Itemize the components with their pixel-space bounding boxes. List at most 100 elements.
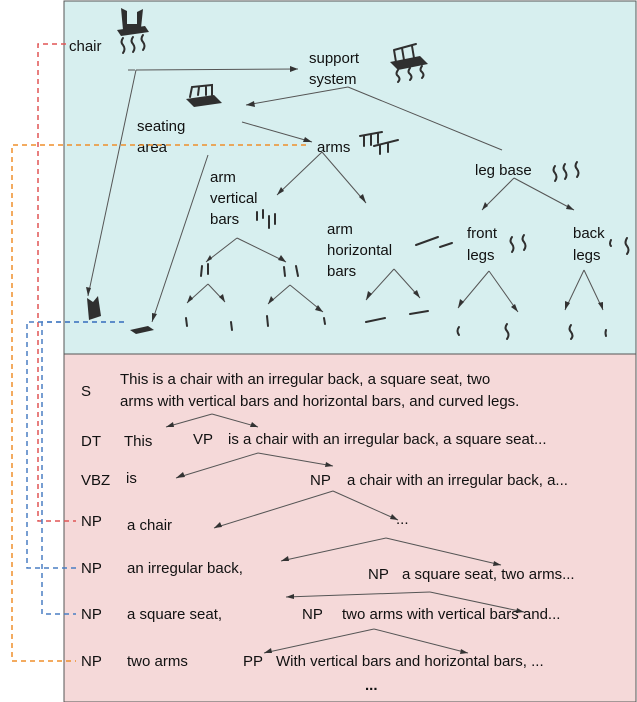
tag-pp: PP	[243, 653, 263, 670]
tag-np-arms2: NP	[81, 653, 102, 670]
vertical-bar-mid-icon	[200, 263, 209, 277]
edge-seat-seat2	[285, 591, 431, 598]
label-arm-vertical-1: arm	[210, 169, 236, 186]
vertical-bar-leaf-icon	[266, 315, 269, 327]
text-np-1: a chair with an irregular back, a...	[347, 472, 568, 489]
support-system-icon	[390, 43, 428, 83]
edge-np-rest	[332, 490, 399, 521]
label-arm-horizontal-1: arm	[327, 221, 353, 238]
edge-chair-to-chair-leaf	[87, 69, 137, 297]
part-hierarchy-panel	[63, 0, 637, 355]
tag-np-1: NP	[310, 472, 331, 489]
tag-vp: VP	[193, 431, 213, 448]
arm-vertical-bars-icon	[256, 209, 276, 229]
link-chair	[37, 43, 76, 522]
tag-np-chair: NP	[81, 513, 102, 530]
edge-s-dt	[165, 413, 213, 428]
arms-icon	[359, 131, 399, 155]
tag-np-arms: NP	[302, 606, 323, 623]
np-1-ellipsis: ...	[396, 511, 409, 528]
edge-vertical-to-right	[236, 237, 287, 263]
text-np-chair: a chair	[127, 517, 172, 534]
arm-horizontal-bars-icon	[415, 236, 453, 248]
horizontal-bar-leaf-icon	[409, 310, 429, 315]
tag-np-seat2: NP	[81, 606, 102, 623]
label-seating-2: area	[137, 139, 168, 156]
seating-area-icon	[186, 83, 222, 107]
final-ellipsis: ...	[365, 677, 378, 694]
tag-np-seat: NP	[368, 566, 389, 583]
chair-icon	[117, 8, 149, 54]
vertical-bar-leaf-icon	[185, 317, 188, 327]
sentence-line-2: arms with vertical bars and horizontal b…	[120, 393, 519, 410]
edge-legbase-to-back	[513, 177, 575, 211]
tag-dt: DT	[81, 433, 101, 450]
edge-s-vp	[211, 413, 259, 428]
edge-seating-to-arms	[241, 121, 313, 143]
back-legs-icon	[609, 237, 630, 255]
edge-arms-to-vertical	[276, 151, 323, 196]
link-two-arms	[11, 144, 306, 662]
leg-base-icon	[552, 161, 580, 182]
edge-chair-to-support	[135, 68, 299, 71]
parse-tree-edges	[165, 413, 525, 654]
front-legs-icon	[509, 234, 527, 253]
label-back-legs-1: back	[573, 225, 605, 242]
parse-tree-panel	[63, 353, 637, 702]
edge-arms-two	[263, 628, 375, 654]
edge-arms-pp	[373, 628, 469, 654]
edge-arms-to-horizontal	[321, 151, 367, 204]
edge-legbase-to-front	[481, 177, 515, 211]
part-tree-labels: chair support system seating area arms l…	[69, 38, 605, 280]
label-seating-1: seating	[137, 118, 185, 135]
edge-front-b	[488, 270, 519, 313]
link-square-seat	[41, 321, 124, 615]
back-leg-leaf-icon	[604, 329, 607, 337]
chair-back-leaf-icon	[87, 296, 101, 320]
sentence-line-1: This is a chair with an irregular back, …	[120, 371, 490, 388]
edge-rest-back	[280, 537, 387, 562]
tag-s: S	[81, 383, 91, 400]
label-front-legs-2: legs	[467, 247, 495, 264]
label-back-legs-2: legs	[573, 247, 601, 264]
text-pp: With vertical bars and horizontal bars, …	[276, 653, 544, 670]
label-front-legs-1: front	[467, 225, 498, 242]
label-arm-vertical-2: vertical	[210, 190, 258, 207]
label-arm-horizontal-2: horizontal	[327, 242, 392, 259]
tag-np-back: NP	[81, 560, 102, 577]
tag-vbz: VBZ	[81, 472, 110, 489]
label-support-2: system	[309, 71, 357, 88]
text-vp: is a chair with an irregular back, a squ…	[228, 431, 547, 448]
edge-vp-vbz	[175, 452, 259, 479]
text-dt: This	[124, 433, 152, 450]
horizontal-bar-leaf-icon	[365, 317, 386, 323]
text-vbz: is	[126, 470, 137, 487]
parse-tree-labels: S This is a chair with an irregular back…	[81, 371, 575, 694]
front-leg-leaf-icon	[456, 326, 460, 336]
edge-seat-arms	[429, 591, 525, 613]
part-tree-arrowheads	[86, 66, 603, 322]
text-np-seat2: a square seat,	[127, 606, 222, 623]
vertical-bar-mid-icon	[283, 265, 299, 277]
front-leg-leaf-icon	[504, 323, 510, 340]
label-support-1: support	[309, 50, 360, 67]
parse-tree-arrowheads	[166, 422, 524, 654]
edge-rest-seat	[385, 537, 502, 566]
edge-support-to-legbase	[347, 86, 503, 151]
correspondence-links	[11, 43, 306, 662]
edge-np-chair	[213, 490, 334, 529]
text-np-back: an irregular back,	[127, 560, 243, 577]
seat-leaf-icon	[130, 326, 154, 334]
text-np-seat: a square seat, two arms...	[402, 566, 575, 583]
vertical-bar-leaf-icon	[323, 317, 326, 325]
back-leg-leaf-icon	[568, 324, 574, 340]
edge-vp-np	[257, 452, 334, 467]
label-leg-base: leg base	[475, 162, 532, 179]
edge-support-to-seating	[245, 86, 349, 106]
label-arm-horizontal-3: bars	[327, 263, 356, 280]
leaf-parts	[87, 263, 607, 340]
vertical-bar-leaf-icon	[230, 321, 233, 331]
text-np-arms2: two arms	[127, 653, 188, 670]
part-tree-edges	[87, 68, 604, 323]
